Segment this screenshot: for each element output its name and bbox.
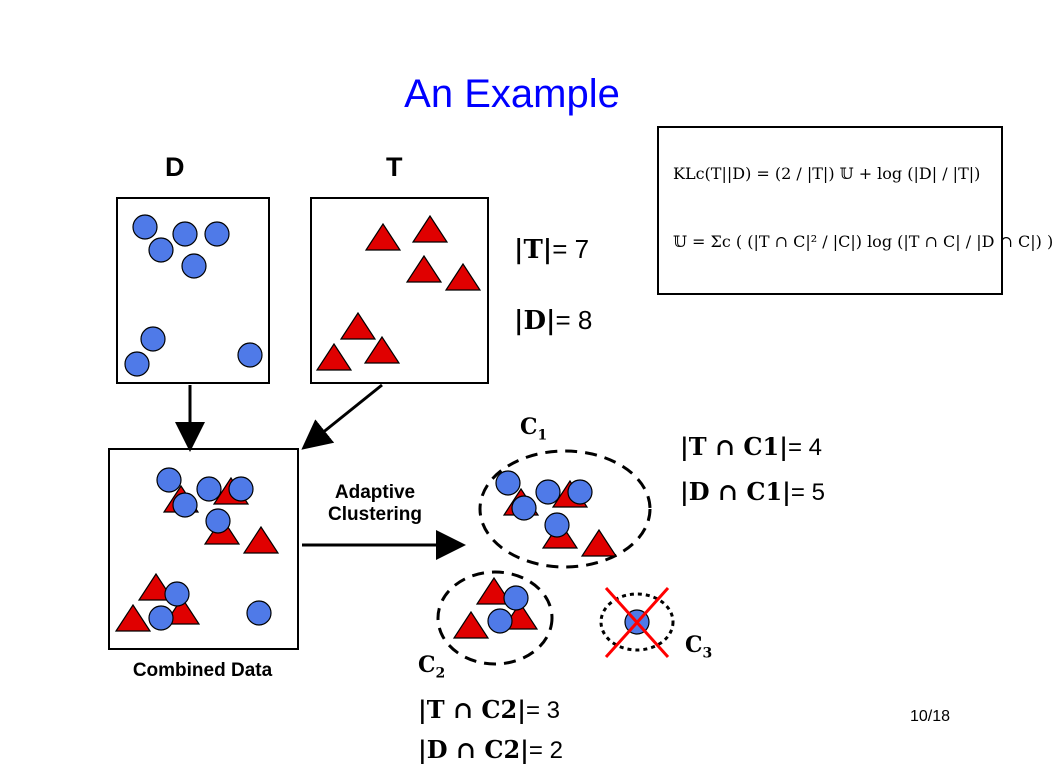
circle-marker xyxy=(124,351,150,377)
triangle-marker xyxy=(405,254,443,283)
triangle-marker xyxy=(452,610,490,639)
combined-data-caption: Combined Data xyxy=(132,660,273,681)
t-c2-symbol: |T ∩ C2| xyxy=(418,695,526,724)
d-c2-symbol: |D ∩ C2| xyxy=(418,735,529,764)
circle-markers xyxy=(124,214,650,635)
circle-marker xyxy=(172,221,198,247)
d-c1-count: |D ∩ C1|= 5 xyxy=(680,477,825,507)
t-c2-value: = 3 xyxy=(525,697,560,724)
circle-marker xyxy=(228,476,254,502)
d-size-value: = 8 xyxy=(555,305,593,335)
cluster-label-c1: C1 xyxy=(520,414,547,443)
c3-subscript: 3 xyxy=(702,645,713,662)
c3-letter: C xyxy=(685,632,703,658)
triangle-marker xyxy=(444,262,482,291)
d-c2-count: |D ∩ C2|= 2 xyxy=(418,735,563,765)
triangle-marker xyxy=(580,528,618,557)
circle-marker xyxy=(140,326,166,352)
cluster-c3-ellipse xyxy=(599,592,675,652)
circle-marker xyxy=(172,492,198,518)
triangle-marker xyxy=(363,335,401,364)
diagram-canvas xyxy=(108,197,675,666)
c2-subscript: 2 xyxy=(435,665,446,682)
triangle-marker xyxy=(315,342,353,371)
circle-marker xyxy=(495,470,521,496)
c1-subscript: 1 xyxy=(537,427,548,444)
circle-marker xyxy=(148,605,174,631)
c2-letter: C xyxy=(418,652,436,678)
triangle-marker xyxy=(114,603,152,632)
d-c1-value: = 5 xyxy=(790,479,825,506)
set-label-t: T xyxy=(386,152,403,182)
circle-marker xyxy=(487,608,513,634)
circle-marker xyxy=(544,512,570,538)
circle-marker xyxy=(503,585,529,611)
d-c2-value: = 2 xyxy=(528,737,563,764)
circle-marker xyxy=(246,600,272,626)
formula-box: KLc(T||D) = (2 / |T|) 𝕌 + log (|D| / |T|… xyxy=(657,126,1053,295)
circle-marker xyxy=(205,508,231,534)
circle-marker xyxy=(181,253,207,279)
triangle-marker xyxy=(475,576,513,605)
t-c1-count: |T ∩ C1|= 4 xyxy=(680,432,822,462)
formula-u: 𝕌 = Σc ( (|T ∩ C|² / |C|) log (|T ∩ C| /… xyxy=(673,232,1053,251)
circle-marker xyxy=(567,479,593,505)
adaptive-clustering-caption: Adaptive Clustering xyxy=(328,482,422,525)
triangle-marker xyxy=(339,311,377,340)
d-size-symbol: |D| xyxy=(514,306,556,336)
circle-marker xyxy=(511,495,537,521)
triangle-marker xyxy=(364,222,402,251)
d-size-count: |D|= 8 xyxy=(514,305,592,336)
formula-kl: KLc(T||D) = (2 / |T|) 𝕌 + log (|D| / |T|… xyxy=(673,164,981,183)
t-c1-symbol: |T ∩ C1| xyxy=(680,432,788,461)
cluster-c1-ellipse xyxy=(478,449,652,569)
c3-cross-mark xyxy=(604,586,670,659)
triangle-marker xyxy=(242,525,280,554)
cross-stroke xyxy=(604,586,670,659)
circle-marker xyxy=(196,476,222,502)
circle-marker xyxy=(156,467,182,493)
arrow-t-to-combined xyxy=(301,383,383,450)
t-c2-count: |T ∩ C2|= 3 xyxy=(418,695,560,725)
t-size-value: = 7 xyxy=(552,234,590,264)
circle-marker xyxy=(148,237,174,263)
triangle-marker xyxy=(411,214,449,243)
cluster-label-c2: C2 xyxy=(418,652,445,681)
t-size-count: |T|= 7 xyxy=(514,234,589,265)
circle-marker xyxy=(237,342,263,368)
t-c1-value: = 4 xyxy=(787,434,822,461)
circle-marker xyxy=(535,479,561,505)
cluster-label-c3: C3 xyxy=(685,632,712,661)
t-size-symbol: |T| xyxy=(514,235,553,265)
triangle-markers xyxy=(114,214,618,639)
set-label-d: D xyxy=(165,152,185,182)
cluster-c2-ellipse xyxy=(436,570,554,666)
d-c1-symbol: |D ∩ C1| xyxy=(680,477,791,506)
circle-marker xyxy=(132,214,158,240)
page-number: 10/18 xyxy=(910,708,951,725)
circle-marker xyxy=(164,581,190,607)
circle-marker xyxy=(204,221,230,247)
slide-title: An Example xyxy=(404,72,620,116)
c1-letter: C xyxy=(520,414,538,440)
